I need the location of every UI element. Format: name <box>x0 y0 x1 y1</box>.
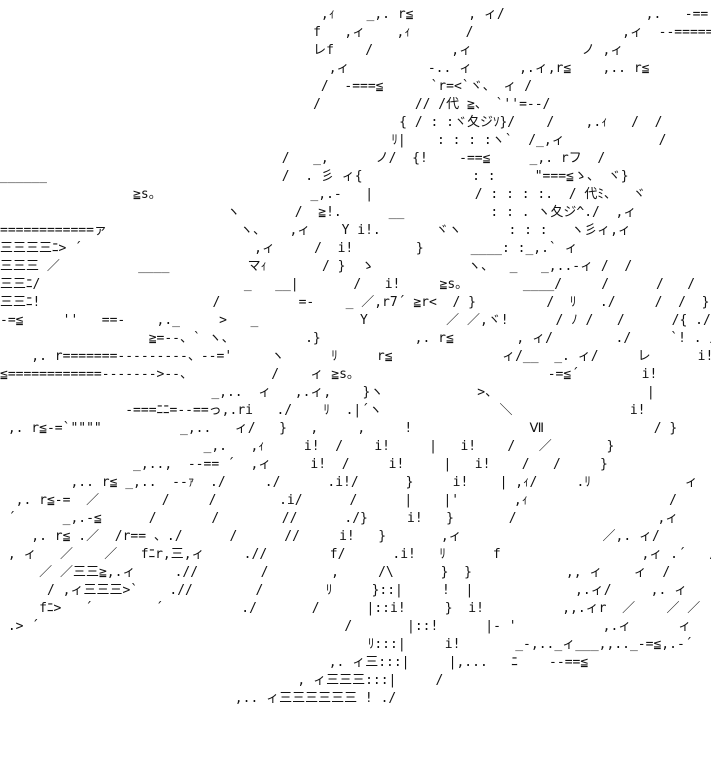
ascii-art-line: ﾘ:::| i! _-,.._ィ___,,.._-=≦,.-´ <box>0 637 693 652</box>
ascii-art-line: ´ _,.-≦ / / // ./} i! } / ,ィ / <box>0 511 711 526</box>
ascii-art-line: ヽ / ≧!. __ : : . ヽ夂ジ^./ ,ィ <box>0 205 637 220</box>
ascii-art-line: { / : :ヾ夂ジｿ}/ / ,.ｨ / / <box>0 115 663 130</box>
ascii-art-line: 三三三 ／ ____ マｨ / } ゝ ヽ、 _ _,..-ィ / / <box>0 259 633 274</box>
ascii-art-line: ,ィ -.. ィ ,.ィ,r≦ ,.. r≦ <box>0 61 650 76</box>
ascii-art-line: fﾆ> ´ ´ ./ / |::i! } i! ,,.ィr ／ ／ ／ <box>0 601 701 616</box>
ascii-art-line: _,. ,ｨ i! / i! | i! / ／ } ,ィ /\ ヽ <box>203 439 615 454</box>
ascii-art-line: -===ﾆﾆ=--==っ,.ri ./ ﾘ .|´ヽ ＼ i! i! <box>0 403 711 418</box>
ascii-art-line: ,. r=======---------、--=' ヽ ﾘ r≦ ィ/__ _.… <box>0 349 711 364</box>
ascii-art-line: / -===≦ `r=<`ヾ、 ィ / <box>0 79 533 94</box>
ascii-art-line: / ,ィ三三三>` .// / ﾘ }::| ! | ,.ィ/ ,. ィ .／／ <box>0 583 711 598</box>
ascii-art-line: -=≦ '' ==- ,._ > _ Y ／ ／,ヾ! / ﾉ / / /{ .… <box>0 313 711 328</box>
ascii-art-line: 三三ﾆ/ _ __| / i! ≧s。 ____/ / / / / <box>0 277 711 292</box>
ascii-art-line: ,.. ィ三三三三三三 ! ./ <box>0 691 397 706</box>
ascii-art-line: ,. r≦-= ／ / / .i/ / | |' ,ｨ / ヽ ＼ <box>15 493 677 508</box>
ascii-art-line: ,. ィ三:::| |,... ﾆ --==≦ <box>0 655 589 670</box>
ascii-art-line: _,.. ィ ,.ィ, }ヽ >、 | i! <box>0 385 711 400</box>
ascii-art-line: ／ ／三三≧,.ィ .// / , /\ } } ,, ィ ィ / <box>0 565 671 580</box>
ascii-art-line: ≧=--、` ヽ、 .} ,. r≦ , ィ/ ./ `! . / ヽ| <box>0 331 711 346</box>
ascii-art-line: ≧s。 _,.- | / : : : :. / 代ﾐ、 ヾ <box>0 187 646 202</box>
ascii-art-line: / _, ノ/ {! -==≦ _,. rフ / <box>0 151 606 166</box>
ascii-art-block: ,ｨ _,. r≦ , ィ/ ,. -== `丶 f ,ィ ,ｨ / ,ィ --… <box>0 6 711 708</box>
ascii-art-line: , ィ ／ ／ fﾆr,三,ィ .// f/ .i! ﾘ f ,ィ .´ / <box>0 547 711 562</box>
ascii-art-line: ﾘ| : : : :ヽ` /_,ィ / <box>0 133 667 148</box>
ascii-art-line: ,. r≦ .／ /r== 、./ / // i! } ,ィ ／,. ィ/ <box>0 529 660 544</box>
ascii-art-line: 三三ﾆ! / =- _ ／,r7´ ≧r< / } / ﾘ ./ / / } / <box>0 295 711 310</box>
ascii-art-line: / // /代 ≧、 `''=--/ <box>0 97 551 112</box>
ascii-art-line: 三三三三ﾆ> ´ ,ィ / i! } ____: :_,.` ィ <box>0 241 578 256</box>
ascii-art-line: ≦============------->--、 / ィ ≧s。 -=≦´ i! <box>0 367 658 382</box>
ascii-art-line: .> ´ / |::! |- ' ,.ィ ィ <box>0 619 692 634</box>
ascii-art-line: f ,ィ ,ｨ / ,ィ --======- <box>0 25 711 40</box>
ascii-art-line: ______ / . 彡 ィ{ : : "===≦ゝ、 ヾ} <box>0 169 629 184</box>
ascii-art-line: レf / ,ィ ノ ,ィ <box>0 43 624 58</box>
ascii-art-line: _,.., --== ´ ,ィ i! / i! | i! / / } ,ィ / … <box>133 457 608 472</box>
ascii-art-line: ,. r≦-=`"""" _,.. ィ/ } , , ! Ⅶ / } ヽ <box>0 421 711 436</box>
ascii-art-line: , ィ三三三:::| / ,..ィ <box>0 673 711 688</box>
ascii-art-line: ,ｨ _,. r≦ , ィ/ ,. -== `丶 <box>0 7 711 22</box>
ascii-art-line: ============ァ ヽ、 ,ィ Y i!. ヾヽ : : : ヽ彡ィ,ィ <box>0 223 631 238</box>
ascii-art-line: ,.. r≦ _,.. --ｧ ./ ./ .i!/ } i! | ,ｨ/ .ﾘ… <box>70 475 698 490</box>
